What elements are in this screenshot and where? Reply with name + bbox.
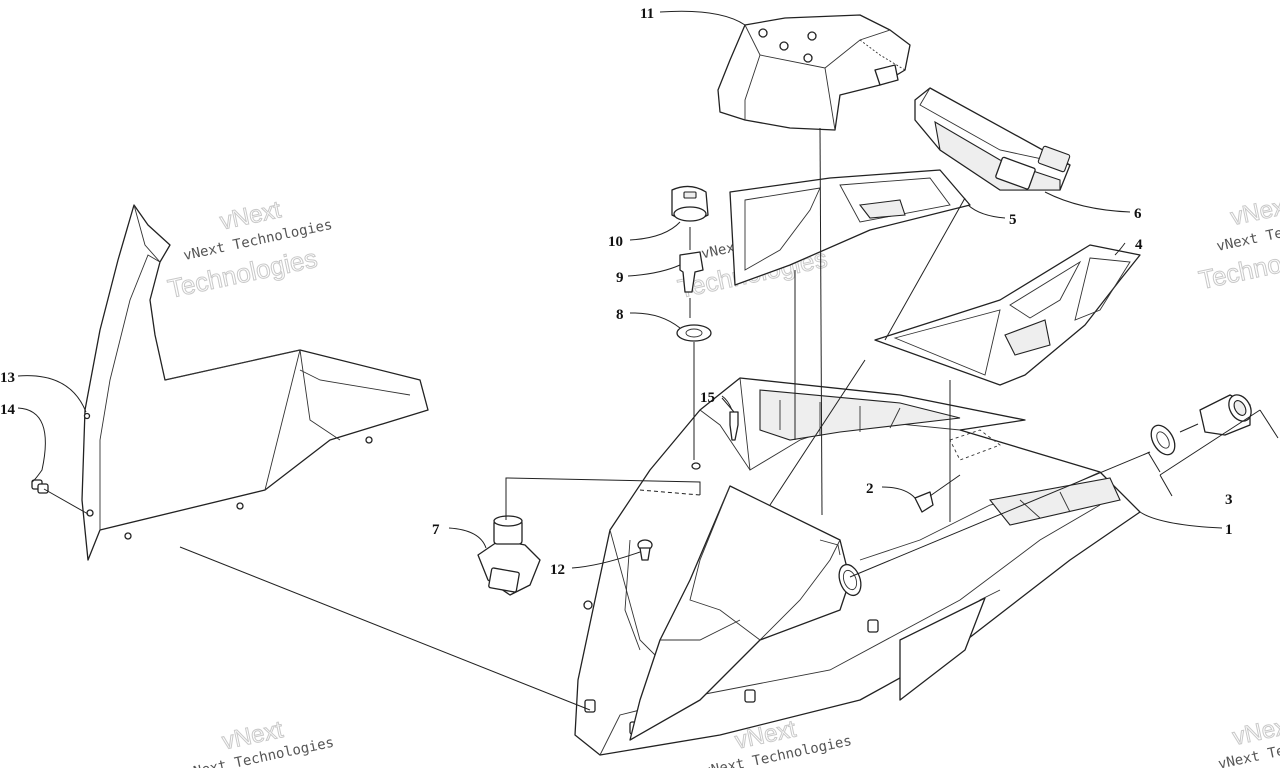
callout-12: 12 (550, 562, 565, 578)
callout-9: 9 (616, 270, 624, 286)
callout-3: 3 (1225, 492, 1233, 508)
callout-4: 4 (1135, 237, 1143, 253)
watermark-left-bottom: vNext vNext Technologies (184, 716, 336, 768)
watermark-left-top: vNext vNext Technologies Technologies (165, 196, 334, 305)
air-screen-part-4 (874, 244, 1141, 386)
bolt-part-12 (637, 539, 653, 561)
key-cap-part (671, 185, 709, 222)
callout-labels: 1 2 3 4 5 6 7 8 9 10 11 12 13 14 15 (0, 6, 1233, 578)
air-screen-part-5 (729, 169, 971, 286)
callout-11: 11 (640, 6, 654, 22)
callout-15: 15 (700, 390, 715, 406)
watermark-right-top: vNext vNext Technologies Technologies (1196, 191, 1280, 295)
callout-8: 8 (616, 307, 624, 323)
callout-7: 7 (432, 522, 440, 538)
gauge-module-part (914, 87, 1071, 191)
callout-10: 10 (608, 234, 623, 250)
screw-part-2 (914, 429, 1001, 513)
power-outlet-part-3 (1147, 394, 1279, 497)
callout-14: 14 (0, 402, 16, 418)
callout-1: 1 (1225, 522, 1233, 538)
switch-part-7 (477, 477, 701, 596)
watermark-right-bottom: vNext vNext Technologies (1217, 711, 1280, 768)
callout-leaders (17, 10, 1223, 569)
callout-5: 5 (1009, 212, 1017, 228)
callout-6: 6 (1134, 206, 1142, 222)
watermark-vnext-text: vNext (1228, 192, 1280, 231)
callout-2: 2 (866, 481, 874, 497)
callout-13: 13 (0, 370, 15, 386)
dash-console-part (629, 485, 862, 741)
assembly-lines (179, 127, 1151, 711)
nut-part-8 (676, 298, 712, 470)
screw-part-14 (31, 479, 89, 515)
key-part (679, 227, 704, 293)
gauge-housing-part (717, 14, 911, 131)
